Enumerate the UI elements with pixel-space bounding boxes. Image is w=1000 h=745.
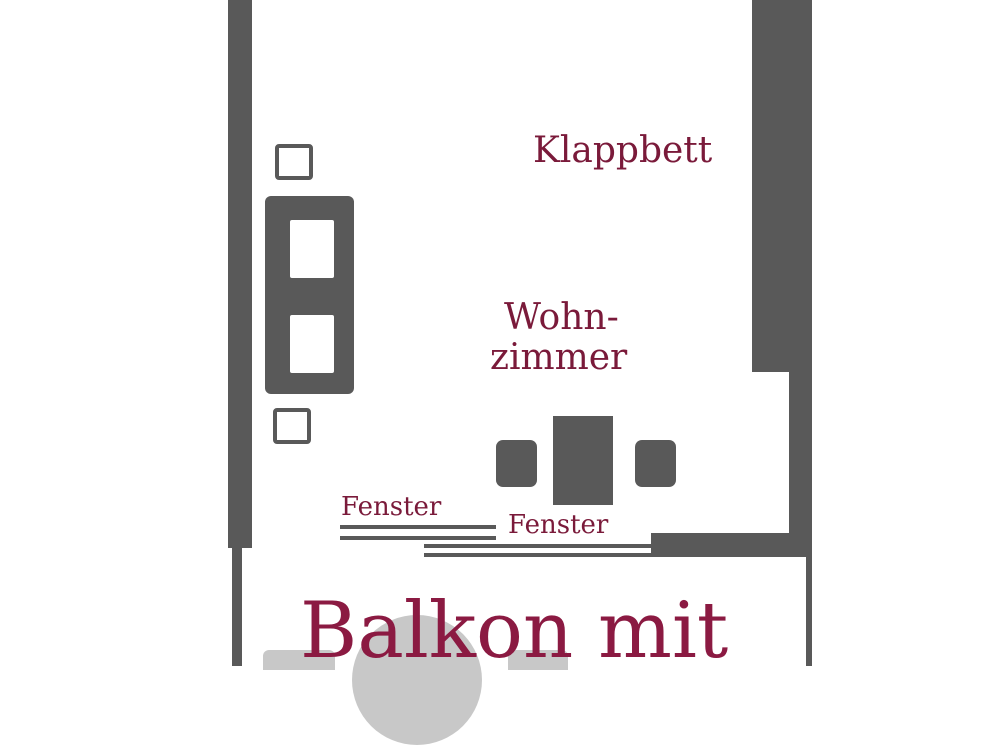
wall-left-outer (228, 0, 252, 548)
window-line-1a (340, 525, 496, 529)
wohnzimmer-label-line2: zimmer (490, 337, 628, 378)
dining-chair-left (496, 440, 537, 487)
sofa-cushion-top (290, 220, 334, 278)
window-label-1: Fenster (341, 492, 442, 522)
chair-top (275, 144, 313, 180)
klappbett-label: Klappbett (533, 130, 713, 171)
balkon-label: Balkon mit (300, 586, 729, 676)
wall-left-lower (232, 540, 242, 666)
balkon-chair-right (508, 650, 568, 670)
dining-chair-right (635, 440, 676, 487)
sofa (265, 196, 354, 394)
wohnzimmer-label-line1: Wohn- (504, 297, 619, 338)
sofa-cushion-bottom (290, 315, 334, 373)
wall-bottom-right (651, 533, 812, 557)
wall-right-lower (806, 548, 812, 666)
wall-right-middle (789, 372, 812, 548)
wall-right-upper (752, 0, 812, 372)
dining-table (553, 416, 613, 505)
chair-bottom (273, 408, 311, 444)
window-line-2a (424, 544, 652, 548)
window-line-2b (424, 553, 652, 557)
window-line-1b (340, 536, 496, 540)
balkon-chair-left (263, 650, 335, 670)
window-label-2: Fenster (508, 510, 609, 540)
